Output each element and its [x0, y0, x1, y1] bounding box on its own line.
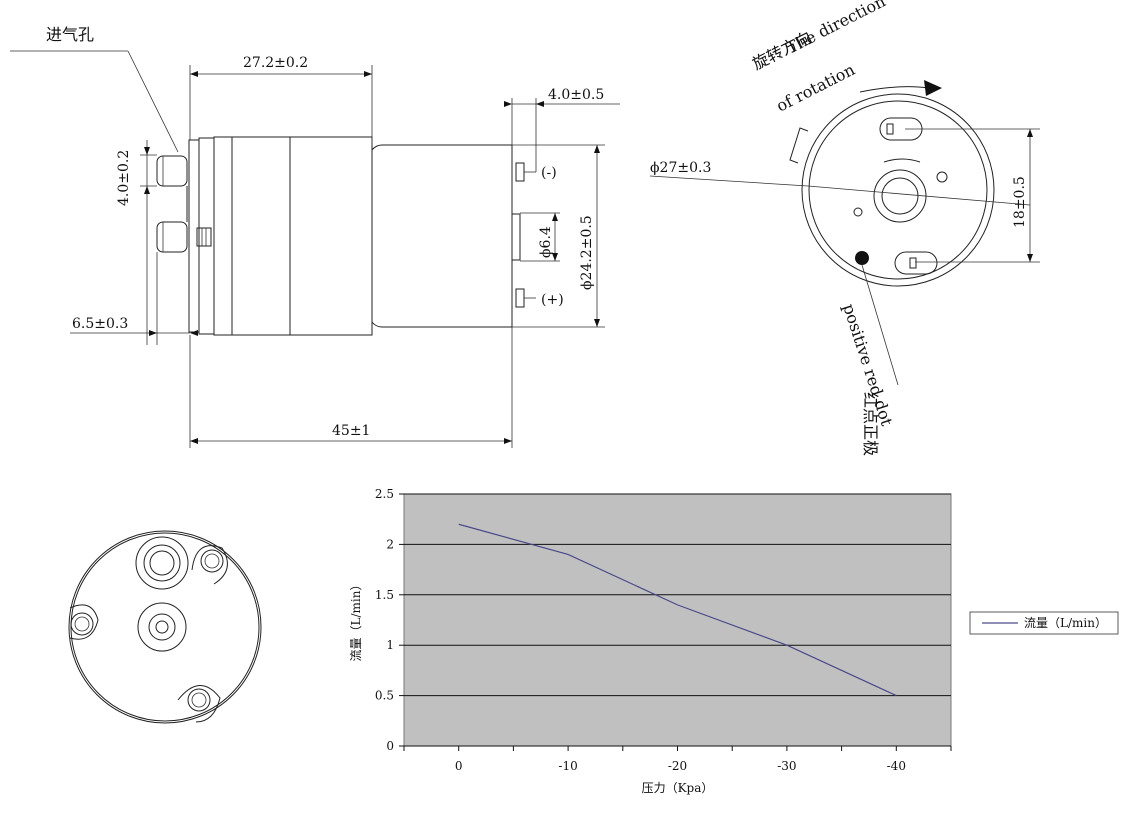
dim-45-label: 45±1 — [332, 423, 370, 439]
front-view — [68, 530, 262, 724]
y-tick-label: 2 — [386, 537, 394, 551]
positive-red-dot — [855, 251, 869, 265]
dim-4-0-05-label: 4.0±0.5 — [548, 87, 604, 103]
y-tick-label: 1 — [386, 638, 394, 652]
legend-box — [969, 611, 1119, 635]
dim-6-5-label: 6.5±0.3 — [72, 316, 128, 332]
y-tick-label: 0 — [386, 739, 394, 753]
series-line — [458, 523, 897, 697]
dim-27-2-label: 27.2±0.2 — [243, 55, 308, 71]
x-tick-label: 0 — [455, 759, 463, 773]
terminal-neg-label: (-) — [541, 165, 557, 181]
plot-area — [403, 493, 952, 747]
rotation-arrow — [859, 86, 929, 93]
y-axis-title: 流量（L/min） — [349, 579, 363, 662]
x-tick-label: -20 — [668, 759, 687, 773]
positive-cn-label: 红点正极 — [861, 392, 880, 456]
x-tick-label: -40 — [887, 759, 906, 773]
x-tick-label: -10 — [558, 759, 577, 773]
x-axis: 0 -10 -20 -30 -40 — [403, 745, 952, 773]
rotation-en2-label: of rotation — [773, 60, 858, 116]
dim-24-2-label: ϕ24.2±0.5 — [579, 215, 595, 290]
y-tick-label: 1.5 — [375, 588, 394, 602]
dim-4-0-02-label: 4.0±0.2 — [116, 150, 132, 206]
x-axis-title: 压力（Kpa） — [642, 781, 714, 795]
nozzle-top — [156, 155, 188, 187]
dim-27-03-label: ϕ27±0.3 — [650, 160, 711, 176]
x-tick-label: -30 — [777, 759, 796, 773]
dim-6-4-label: ϕ6.4 — [538, 226, 554, 258]
front-view-outer-circle — [68, 530, 262, 724]
terminal-pos-label: (+) — [541, 292, 564, 308]
dim-18-label: 18±0.5 — [1012, 176, 1028, 228]
series-layer — [458, 523, 897, 697]
legend: 流量（L/min） — [969, 611, 1119, 635]
intake-port-label: 进气孔 — [46, 25, 94, 44]
end-view: 旋转方向 The direction of rotation ϕ27±0.3 1… — [649, 0, 1040, 456]
flow-pressure-chart: 0 -10 -20 -30 -40 0 0.5 1 1.5 2 2.5 压力（Kpa） 流量（L/… — [349, 487, 1119, 795]
nozzle-bottom — [156, 221, 188, 253]
y-axis: 0 0.5 1 1.5 2 2.5 — [375, 487, 404, 753]
y-tick-label: 2.5 — [375, 487, 394, 501]
rotation-en1-label: The direction — [783, 0, 888, 58]
side-view: 进气孔 (-) (+) 27.2±0.2 — [10, 25, 620, 448]
end-view-outer-circle — [801, 93, 995, 287]
legend-entry: 流量（L/min） — [1024, 616, 1107, 630]
y-tick-label: 0.5 — [375, 689, 394, 703]
